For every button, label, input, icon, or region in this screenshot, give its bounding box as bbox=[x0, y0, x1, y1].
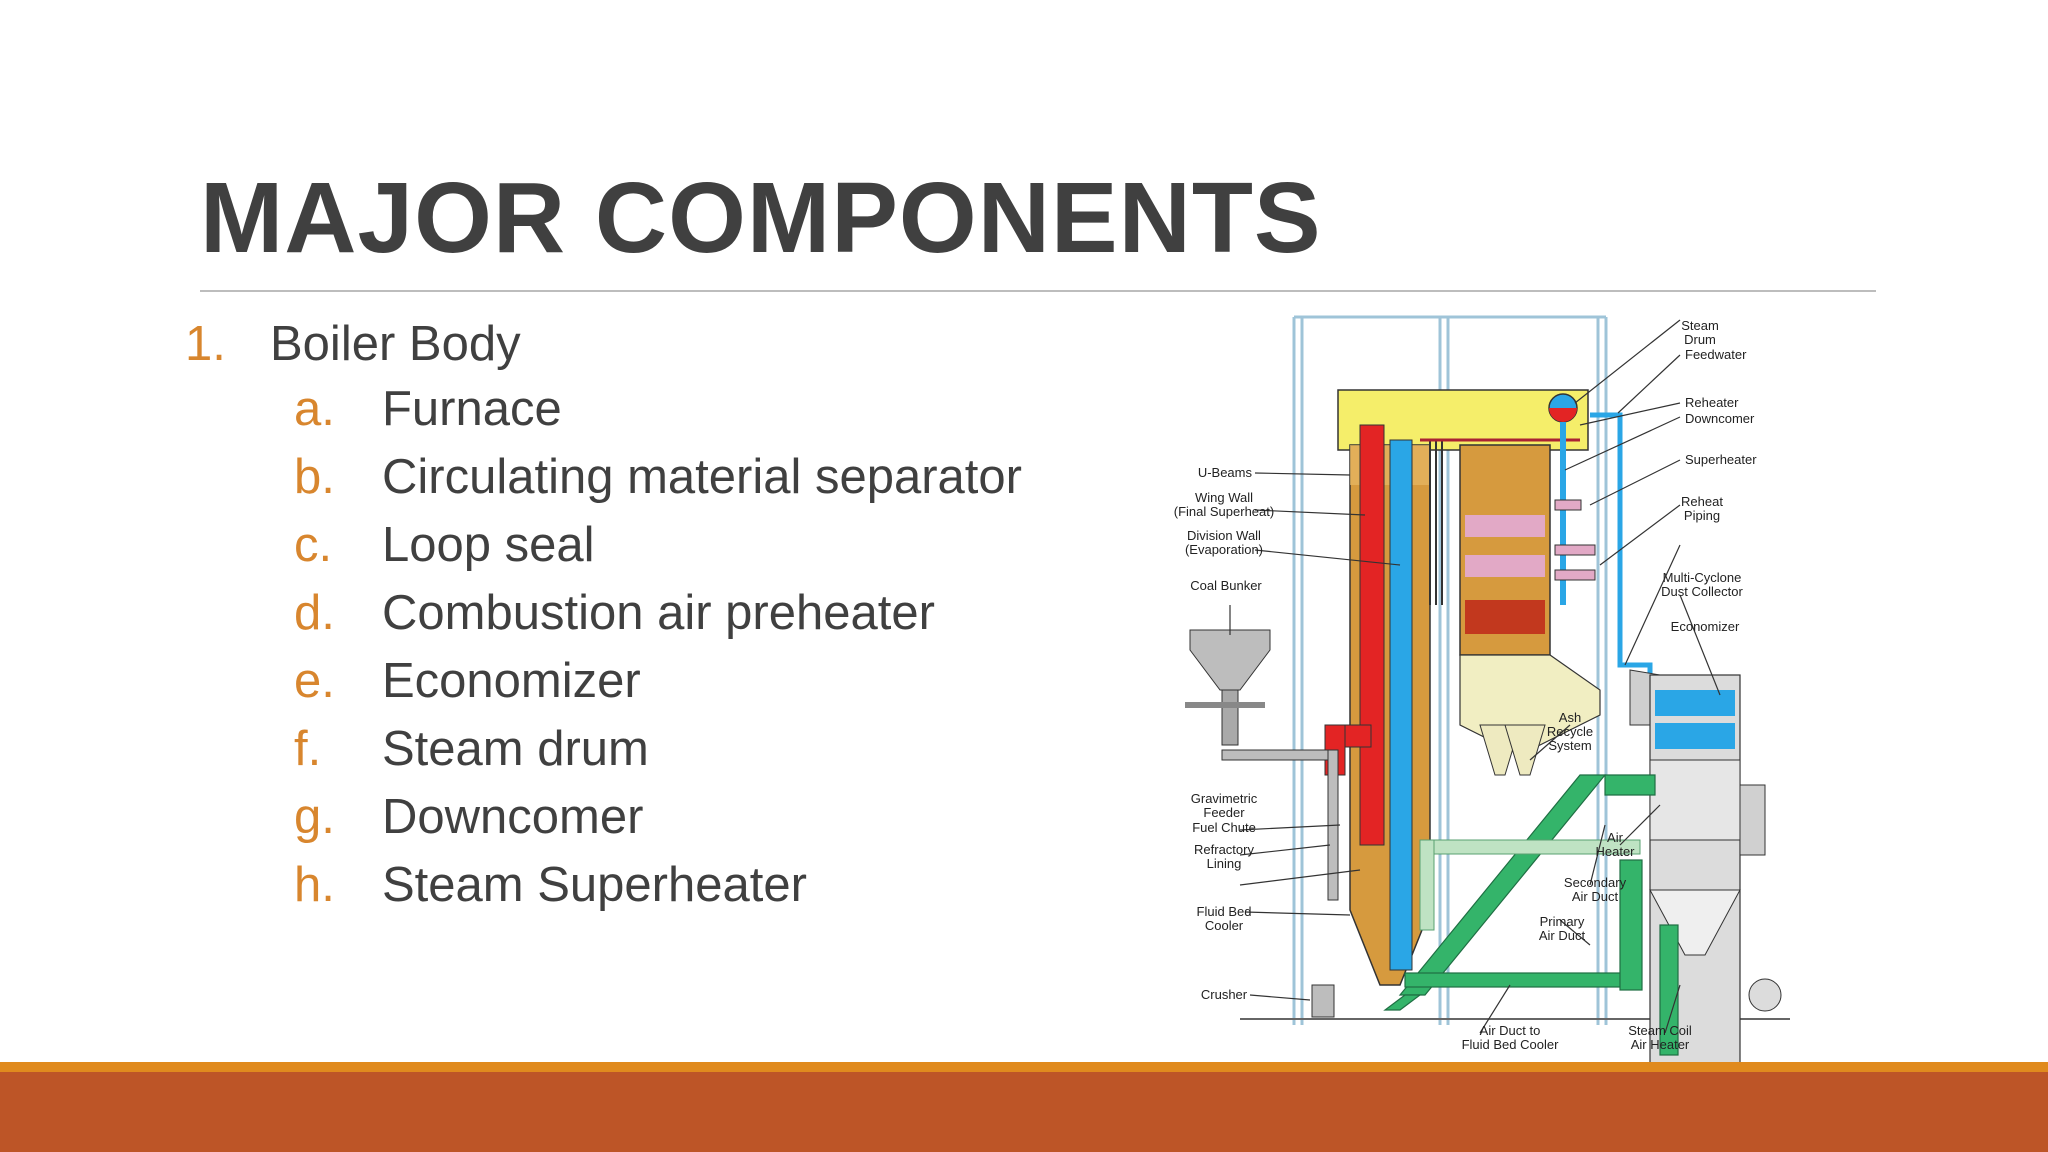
label-primary-duct-2: Air Duct bbox=[1539, 928, 1586, 943]
list-subitem-letter: d. bbox=[294, 586, 335, 640]
list-subitem: g. Downcomer bbox=[294, 790, 644, 844]
label-feedwater: Feedwater bbox=[1685, 347, 1747, 362]
label-ash-recycle-2: Recycle bbox=[1547, 724, 1593, 739]
label-economizer: Economizer bbox=[1671, 619, 1740, 634]
label-steam-coil: Steam Coil bbox=[1628, 1023, 1692, 1038]
label-air-duct-fbc-2: Fluid Bed Cooler bbox=[1462, 1037, 1559, 1052]
label-steam-drum-2: Drum bbox=[1684, 332, 1716, 347]
label-fuel-chute: Fuel Chute bbox=[1192, 820, 1256, 835]
label-air-heater: Air bbox=[1607, 830, 1624, 845]
label-secondary-duct-2: Air Duct bbox=[1572, 889, 1619, 904]
label-wing-wall: Wing Wall bbox=[1195, 490, 1253, 505]
list-item-number: 1. bbox=[185, 317, 226, 371]
label-coal-bunker: Coal Bunker bbox=[1190, 578, 1262, 593]
label-air-duct-fbc: Air Duct to bbox=[1480, 1023, 1541, 1038]
label-ash-recycle: Ash bbox=[1559, 710, 1581, 725]
label-division-wall: Division Wall bbox=[1187, 528, 1261, 543]
list-subitem-label: Furnace bbox=[382, 382, 562, 436]
list-subitem-label: Steam drum bbox=[382, 722, 649, 776]
crusher bbox=[1311, 984, 1335, 1018]
list-subitem: b. Circulating material separator bbox=[294, 450, 1022, 504]
label-air-heater-2: Heater bbox=[1595, 844, 1635, 859]
label-fluid-bed: Fluid Bed bbox=[1197, 904, 1252, 919]
label-crusher: Crusher bbox=[1201, 987, 1248, 1002]
label-primary-duct: Primary bbox=[1540, 914, 1585, 929]
list-subitem: f. Steam drum bbox=[294, 722, 649, 776]
list-subitem-letter: a. bbox=[294, 382, 335, 436]
secondary-duct bbox=[1419, 839, 1641, 931]
label-downcomer: Downcomer bbox=[1685, 411, 1755, 426]
list-subitem-label: Economizer bbox=[382, 654, 641, 708]
backpass bbox=[1629, 669, 1766, 1065]
label-gravimetric-2: Feeder bbox=[1203, 805, 1245, 820]
list-subitem: d. Combustion air preheater bbox=[294, 586, 935, 640]
list-subitem-label: Loop seal bbox=[382, 518, 595, 572]
reheat-piping bbox=[1554, 499, 1596, 581]
label-reheat-piping: Reheat bbox=[1681, 494, 1723, 509]
air-ducts bbox=[1383, 774, 1679, 1056]
wall-piping bbox=[1420, 438, 1580, 605]
list-subitem-label: Downcomer bbox=[382, 790, 644, 844]
diagram-labels: Steam Drum Feedwater Reheater Downcomer … bbox=[1174, 318, 1757, 1052]
list-subitem-label: Steam Superheater bbox=[382, 858, 807, 912]
list-subitem: h. Steam Superheater bbox=[294, 858, 807, 912]
list-subitem-label: Circulating material separator bbox=[382, 450, 1022, 504]
list-subitem: a. Furnace bbox=[294, 382, 562, 436]
fan-icon bbox=[1748, 978, 1782, 1012]
list-item: 1. Boiler Body bbox=[185, 317, 521, 371]
list-subitem: c. Loop seal bbox=[294, 518, 595, 572]
list-subitem-letter: e. bbox=[294, 654, 335, 708]
slide-title: MAJOR COMPONENTS bbox=[200, 162, 1322, 274]
label-division-wall-2: (Evaporation) bbox=[1185, 542, 1263, 557]
list-item-label: Boiler Body bbox=[270, 317, 521, 371]
list-subitem-letter: g. bbox=[294, 790, 335, 844]
label-u-beams: U-Beams bbox=[1198, 465, 1253, 480]
cfb-boiler-diagram: Steam Drum Feedwater Reheater Downcomer … bbox=[1174, 315, 1790, 1065]
label-steam-coil-2: Air Heater bbox=[1631, 1037, 1690, 1052]
list-subitem-label: Combustion air preheater bbox=[382, 586, 935, 640]
list-subitem-letter: c. bbox=[294, 518, 333, 572]
list-subitem-letter: b. bbox=[294, 450, 335, 504]
label-refractory: Refractory bbox=[1194, 842, 1254, 857]
list-subitem: e. Economizer bbox=[294, 654, 641, 708]
leader-lines bbox=[1229, 319, 1721, 1034]
label-wing-wall-2: (Final Superheat) bbox=[1174, 504, 1274, 519]
list-subitem-letter: h. bbox=[294, 858, 335, 912]
label-reheat-piping-2: Piping bbox=[1684, 508, 1720, 523]
list-subitem-letter: f. bbox=[294, 722, 322, 776]
cyclone-separator bbox=[1459, 444, 1601, 776]
label-fluid-bed-2: Cooler bbox=[1205, 918, 1244, 933]
label-multi-cyclone: Multi-Cyclone bbox=[1663, 570, 1742, 585]
label-steam-drum: Steam bbox=[1681, 318, 1719, 333]
footer-accent-line bbox=[0, 1062, 2048, 1072]
label-ash-recycle-3: System bbox=[1548, 738, 1591, 753]
label-secondary-duct: Secondary bbox=[1564, 875, 1627, 890]
label-superheater: Superheater bbox=[1685, 452, 1757, 467]
label-reheater: Reheater bbox=[1685, 395, 1739, 410]
label-gravimetric: Gravimetric bbox=[1191, 791, 1258, 806]
footer-bar bbox=[0, 1072, 2048, 1152]
division-wall bbox=[1389, 439, 1413, 971]
label-refractory-2: Lining bbox=[1207, 856, 1242, 871]
title-divider bbox=[200, 290, 1876, 292]
label-multi-cyclone-2: Dust Collector bbox=[1661, 584, 1743, 599]
